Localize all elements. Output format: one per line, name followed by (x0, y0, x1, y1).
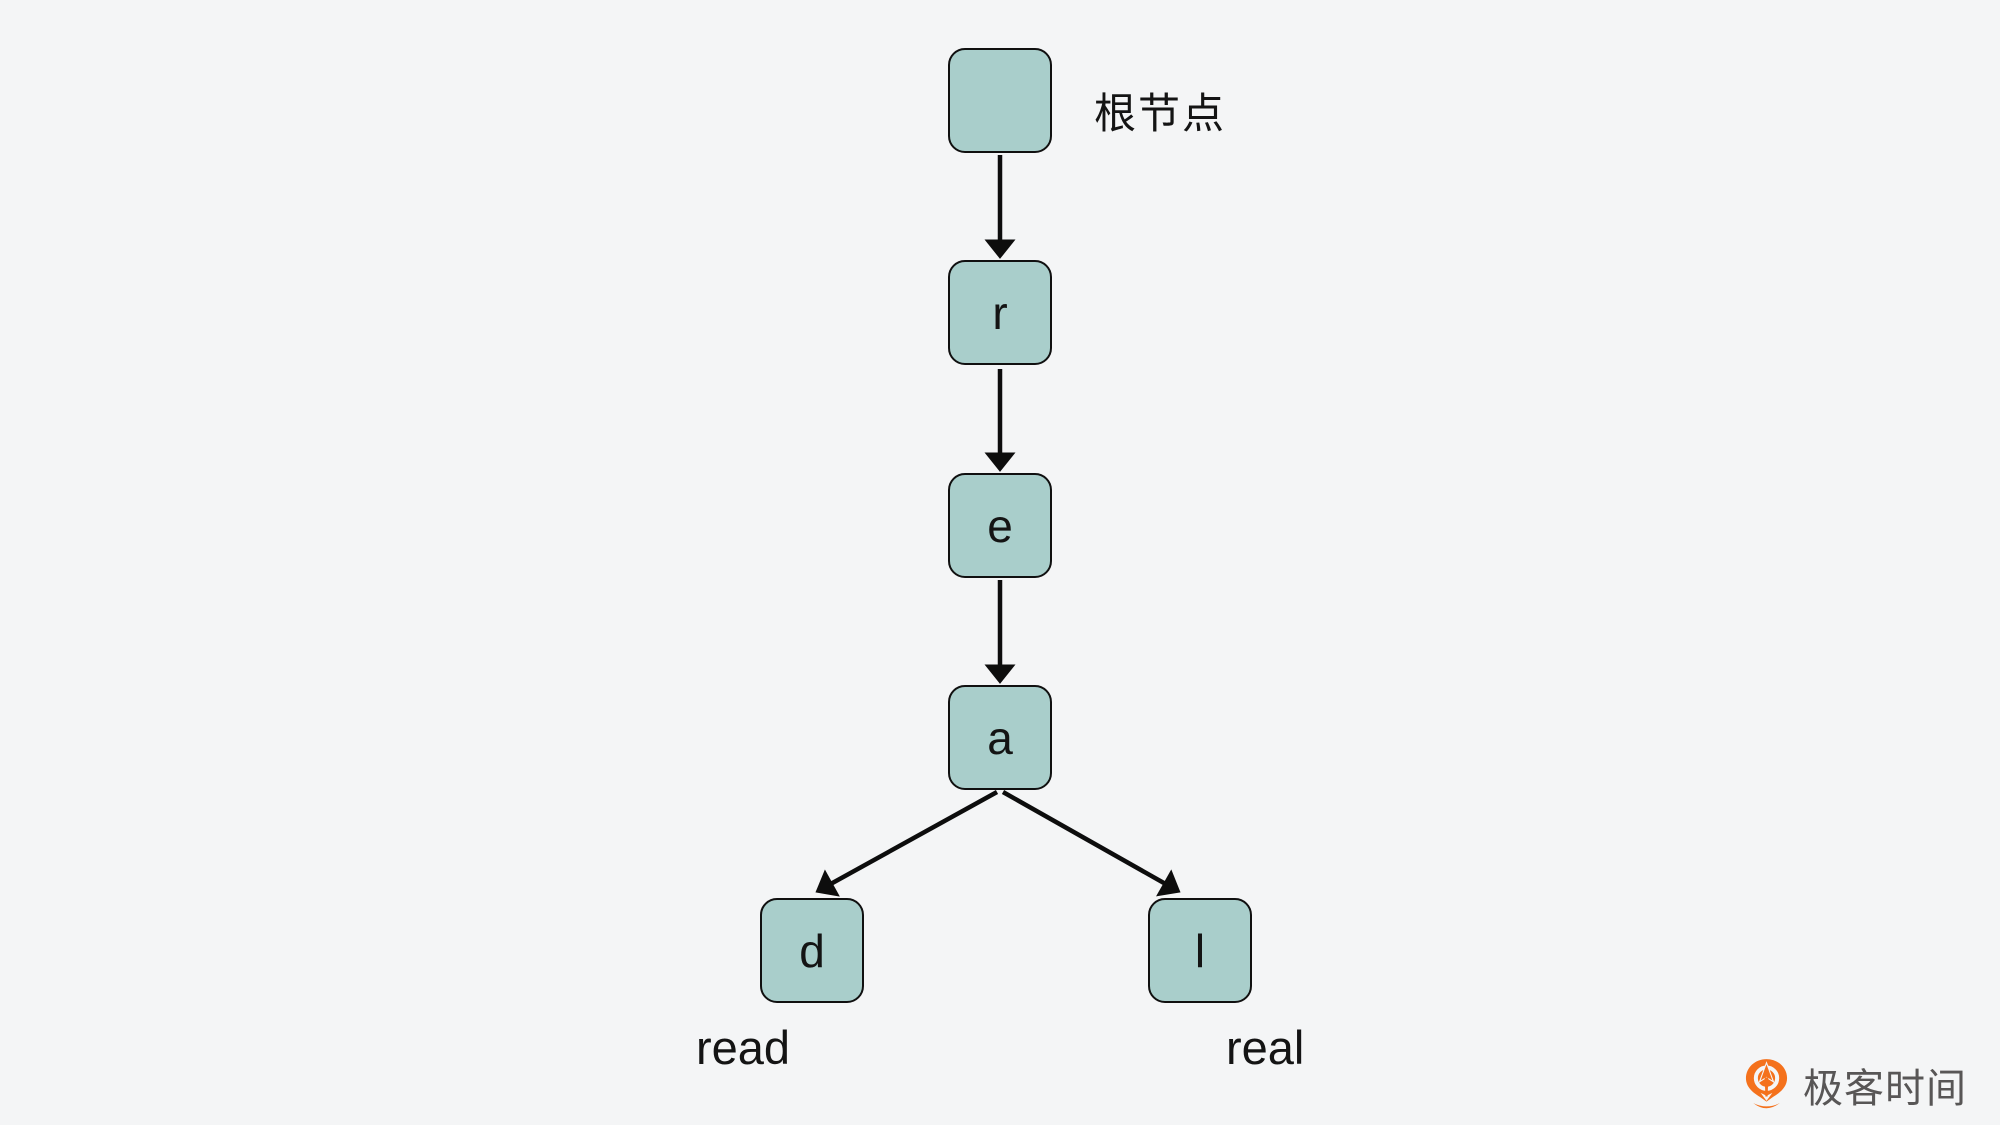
root-annotation-label: 根节点 (1094, 90, 1227, 137)
edge-a-to-l (1001, 790, 1181, 897)
word-label-read: read (696, 1021, 791, 1074)
trie-node-d: d (760, 898, 864, 1003)
trie-node-e: e (948, 473, 1052, 578)
trie-node-r: r (948, 260, 1052, 365)
trie-node-r-label: r (992, 286, 1008, 339)
trie-node-e-label: e (987, 499, 1013, 552)
geektime-logo-text: 极客时间 (1803, 1067, 1967, 1111)
word-label-real: real (1226, 1021, 1305, 1074)
geektime-logo: 极客时间 (1743, 1056, 1967, 1114)
trie-node-d-label: d (799, 924, 825, 977)
edge-a-to-d (815, 790, 999, 897)
trie-node-l: l (1148, 898, 1252, 1003)
trie-node-a: a (948, 685, 1052, 790)
trie-node-root (948, 48, 1052, 153)
geektime-pin-icon (1745, 1058, 1788, 1108)
trie-node-l-label: l (1194, 924, 1206, 977)
trie-node-a-label: a (987, 711, 1013, 764)
